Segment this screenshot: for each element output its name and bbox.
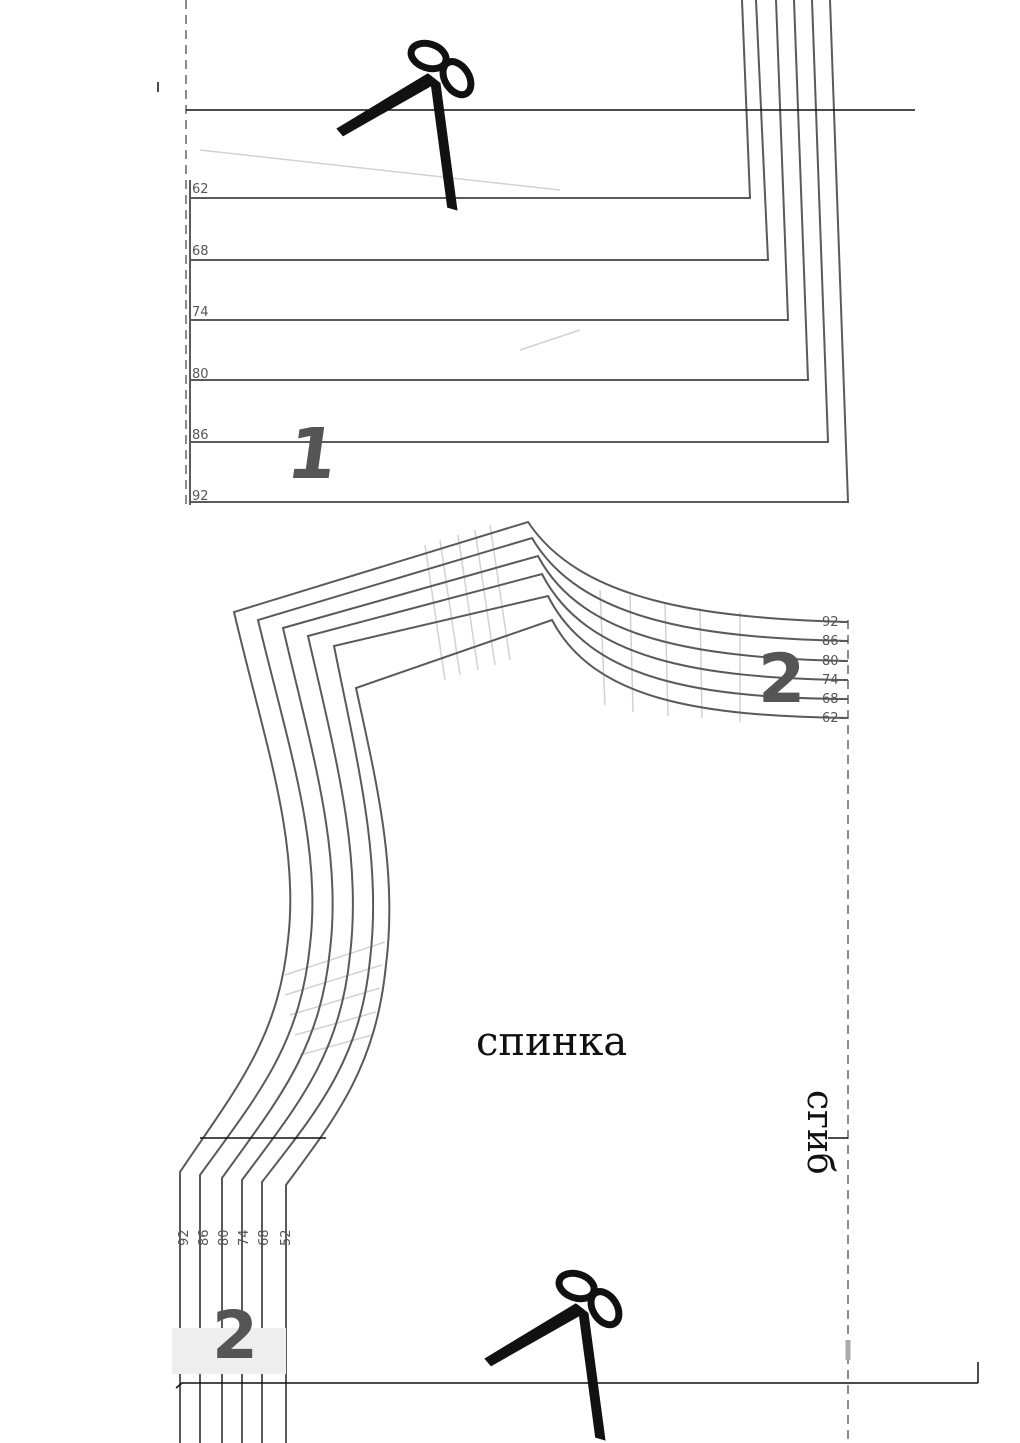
piece-2-contour-80 (221, 554, 849, 1443)
shoulder-size-label: 62 (822, 711, 839, 726)
size-label-92: 92 (192, 489, 209, 504)
piece-2-contour-86 (199, 536, 849, 1443)
size-label-86: 86 (192, 428, 209, 443)
construction-line (519, 329, 581, 351)
size-label-68: 68 (192, 244, 209, 259)
scissors-icon (336, 39, 475, 211)
shoulder-size-label: 74 (822, 673, 839, 688)
bottom-size-label: 92 (177, 1229, 192, 1246)
piece-1-contour-80 (190, 0, 810, 381)
bottom-size-label: 68 (257, 1229, 272, 1246)
shoulder-size-label: 68 (822, 692, 839, 707)
piece-1-contour-86 (190, 0, 830, 443)
piece-number-1: 1 (282, 413, 342, 495)
piece-1-contour-62 (190, 0, 752, 199)
size-label-74: 74 (192, 305, 209, 320)
shoulder-ticks (840, 621, 848, 719)
shoulder-size-label: 80 (822, 654, 839, 669)
piece-2-contour-92 (179, 520, 849, 1443)
piece-2-contour-68 (261, 594, 849, 1443)
size-label-62: 62 (192, 182, 209, 197)
piece-title: спинка (476, 1019, 627, 1065)
pattern-piece-2: 92 86 80 74 68 62 2 спинка сгиб 92 86 80… (172, 520, 979, 1443)
piece-2-contour-74 (241, 572, 849, 1443)
shoulder-size-label: 92 (822, 615, 839, 630)
bottom-size-label: 86 (197, 1229, 212, 1246)
piece-number-2-bottom: 2 (212, 1297, 258, 1374)
bottom-size-label: 52 (279, 1229, 294, 1246)
piece-1-contour-74 (190, 0, 790, 321)
piece-number-2: 2 (758, 640, 805, 719)
bottom-size-label: 80 (217, 1229, 232, 1246)
pattern-piece-1: 62 68 74 80 86 92 1 (157, 0, 915, 510)
number-background (172, 1328, 286, 1374)
construction-line (199, 149, 561, 191)
size-label-80: 80 (192, 367, 209, 382)
bottom-size-label: 74 (237, 1229, 252, 1246)
shoulder-size-label: 86 (822, 634, 839, 649)
piece-1-contour-92 (190, 0, 850, 503)
piece-2-contour-62 (285, 618, 849, 1443)
scissors-icon (484, 1269, 623, 1441)
piece-1-contour-68 (190, 0, 770, 261)
fold-label: сгиб (799, 1090, 840, 1175)
cut-line-bottom (175, 1382, 978, 1389)
